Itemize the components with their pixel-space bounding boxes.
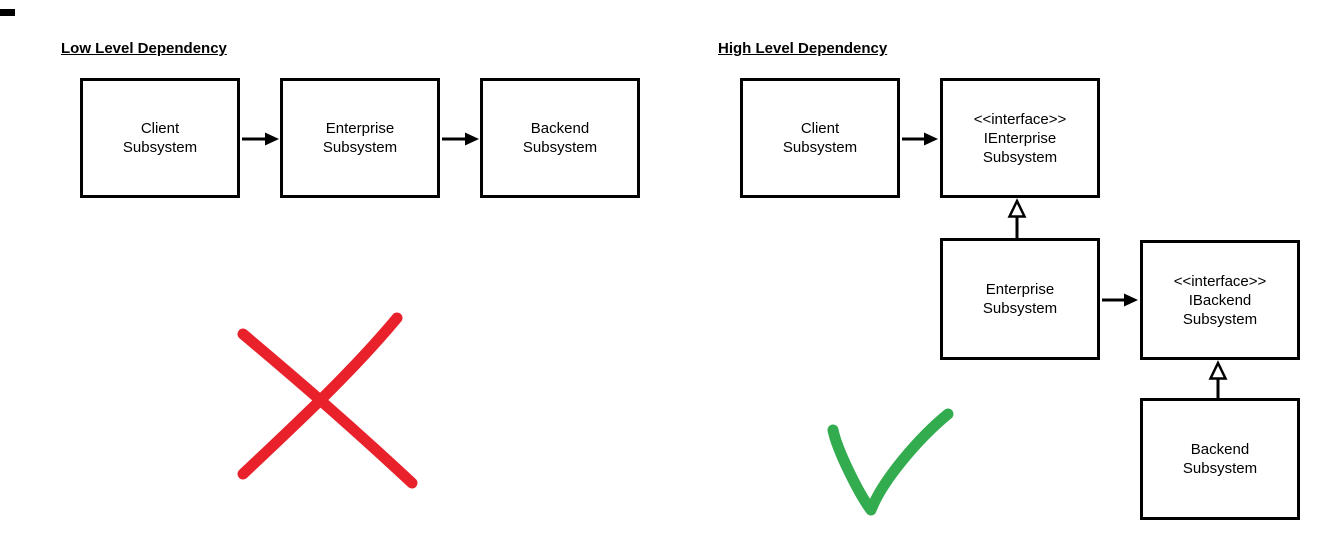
low-backend-subsystem-box: Backend Subsystem — [480, 78, 640, 198]
high-backend-subsystem-box: Backend Subsystem — [1140, 398, 1300, 520]
dependency-arrow — [242, 132, 279, 146]
dependency-arrow — [442, 132, 479, 146]
dependency-arrow — [1102, 293, 1138, 307]
high-ibackend-interface-box: <<interface>> IBackend Subsystem — [1140, 240, 1300, 360]
high-client-subsystem-box: Client Subsystem — [740, 78, 900, 198]
low-level-dependency-title: Low Level Dependency — [61, 40, 227, 57]
stray-mark — [0, 9, 15, 16]
low-client-subsystem-box: Client Subsystem — [80, 78, 240, 198]
high-enterprise-subsystem-box: Enterprise Subsystem — [940, 238, 1100, 360]
high-ienterprise-interface-box: <<interface>> IEnterprise Subsystem — [940, 78, 1100, 198]
dependency-arrow — [902, 132, 938, 146]
red-cross-icon — [237, 312, 418, 489]
high-level-dependency-title: High Level Dependency — [718, 40, 888, 57]
green-check-icon — [827, 408, 954, 516]
realization-arrow — [1007, 198, 1027, 238]
low-enterprise-subsystem-box: Enterprise Subsystem — [280, 78, 440, 198]
realization-arrow — [1208, 360, 1228, 398]
